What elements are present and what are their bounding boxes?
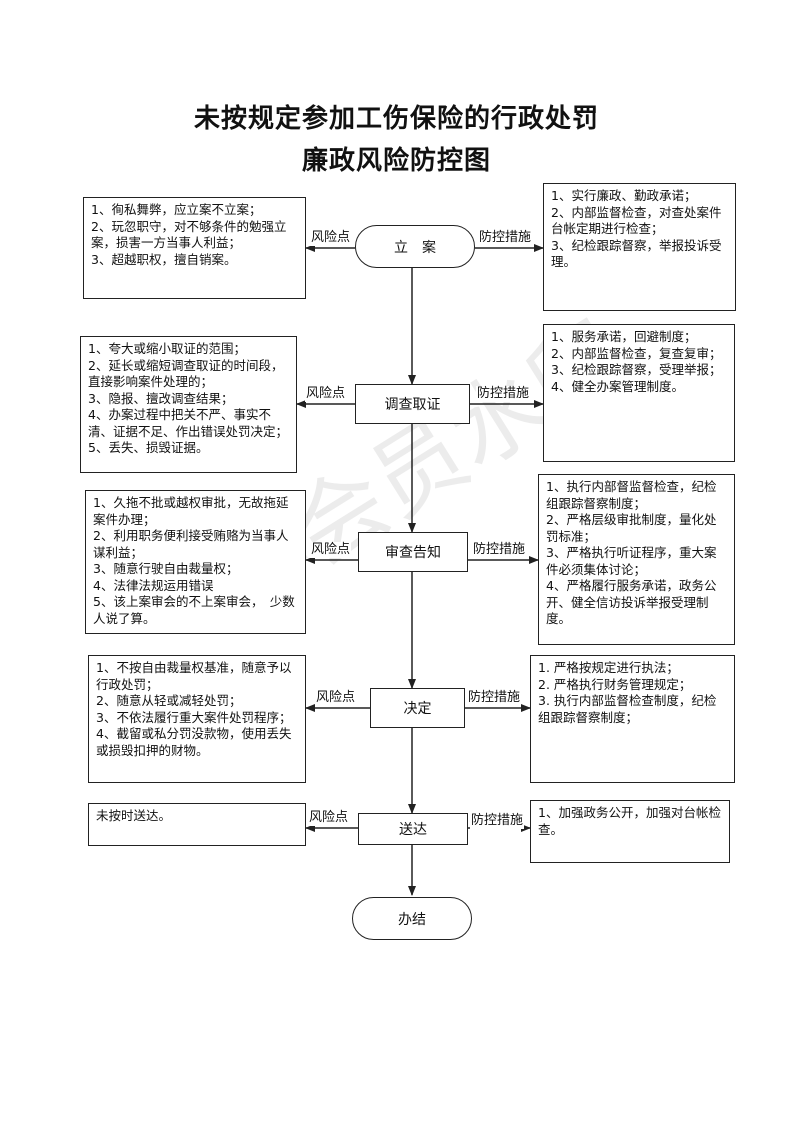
risk-box-filing: 1、徇私舞弊，应立案不立案； 2、玩忽职守，对不够条件的勉强立案，损害一方当事人… [83, 197, 306, 299]
control-box-decision: 1. 严格按规定进行执法； 2. 严格执行财务管理规定； 3. 执行内部监督检查… [530, 655, 735, 783]
step-node-delivery: 送达 [358, 813, 468, 845]
control-box-review-notice: 1、执行内部督监督检查，纪检组跟踪督察制度； 2、严格层级审批制度，量化处罚标准… [538, 474, 735, 645]
control-box-filing: 1、实行廉政、勤政承诺； 2、内部监督检查，对查处案件台帐定期进行检查； 3、纪… [543, 183, 736, 311]
risk-label-delivery: 风险点 [308, 810, 350, 826]
step-node-completion: 办结 [352, 897, 472, 940]
risk-box-review-notice: 1、久拖不批或越权审批，无故拖延案件办理； 2、利用职务便利接受贿赂为当事人谋利… [85, 490, 306, 634]
diagram-subtitle: 廉政风险防控图 [301, 146, 491, 176]
step-node-review-notice: 审查告知 [358, 532, 468, 572]
control-label-decision: 防控措施 [467, 690, 522, 706]
risk-label-investigation: 风险点 [305, 386, 347, 402]
control-label-delivery: 防控措施 [470, 813, 525, 829]
risk-label-decision: 风险点 [315, 690, 357, 706]
risk-label-review-notice: 风险点 [310, 542, 352, 558]
diagram-title: 未按规定参加工伤保险的行政处罚 [193, 104, 599, 134]
step-node-decision: 决定 [370, 688, 465, 728]
control-box-investigation: 1、服务承诺，回避制度； 2、内部监督检查，复查复审； 3、纪检跟踪督察，受理举… [543, 324, 735, 462]
step-node-investigation: 调查取证 [355, 384, 470, 424]
control-label-investigation: 防控措施 [476, 386, 531, 402]
control-label-filing: 防控措施 [478, 230, 533, 246]
risk-box-delivery: 未按时送达。 [88, 803, 306, 846]
risk-box-investigation: 1、夸大或缩小取证的范围； 2、延长或缩短调查取证的时间段，直接影响案件处理的；… [80, 336, 297, 473]
risk-label-filing: 风险点 [310, 230, 352, 246]
control-box-delivery: 1、加强政务公开，加强对台帐检查。 [530, 800, 730, 863]
step-node-filing: 立 案 [355, 225, 475, 268]
risk-box-decision: 1、不按自由裁量权基准，随意予以行政处罚； 2、随意从轻或减轻处罚； 3、不依法… [88, 655, 306, 783]
control-label-review-notice: 防控措施 [472, 542, 527, 558]
